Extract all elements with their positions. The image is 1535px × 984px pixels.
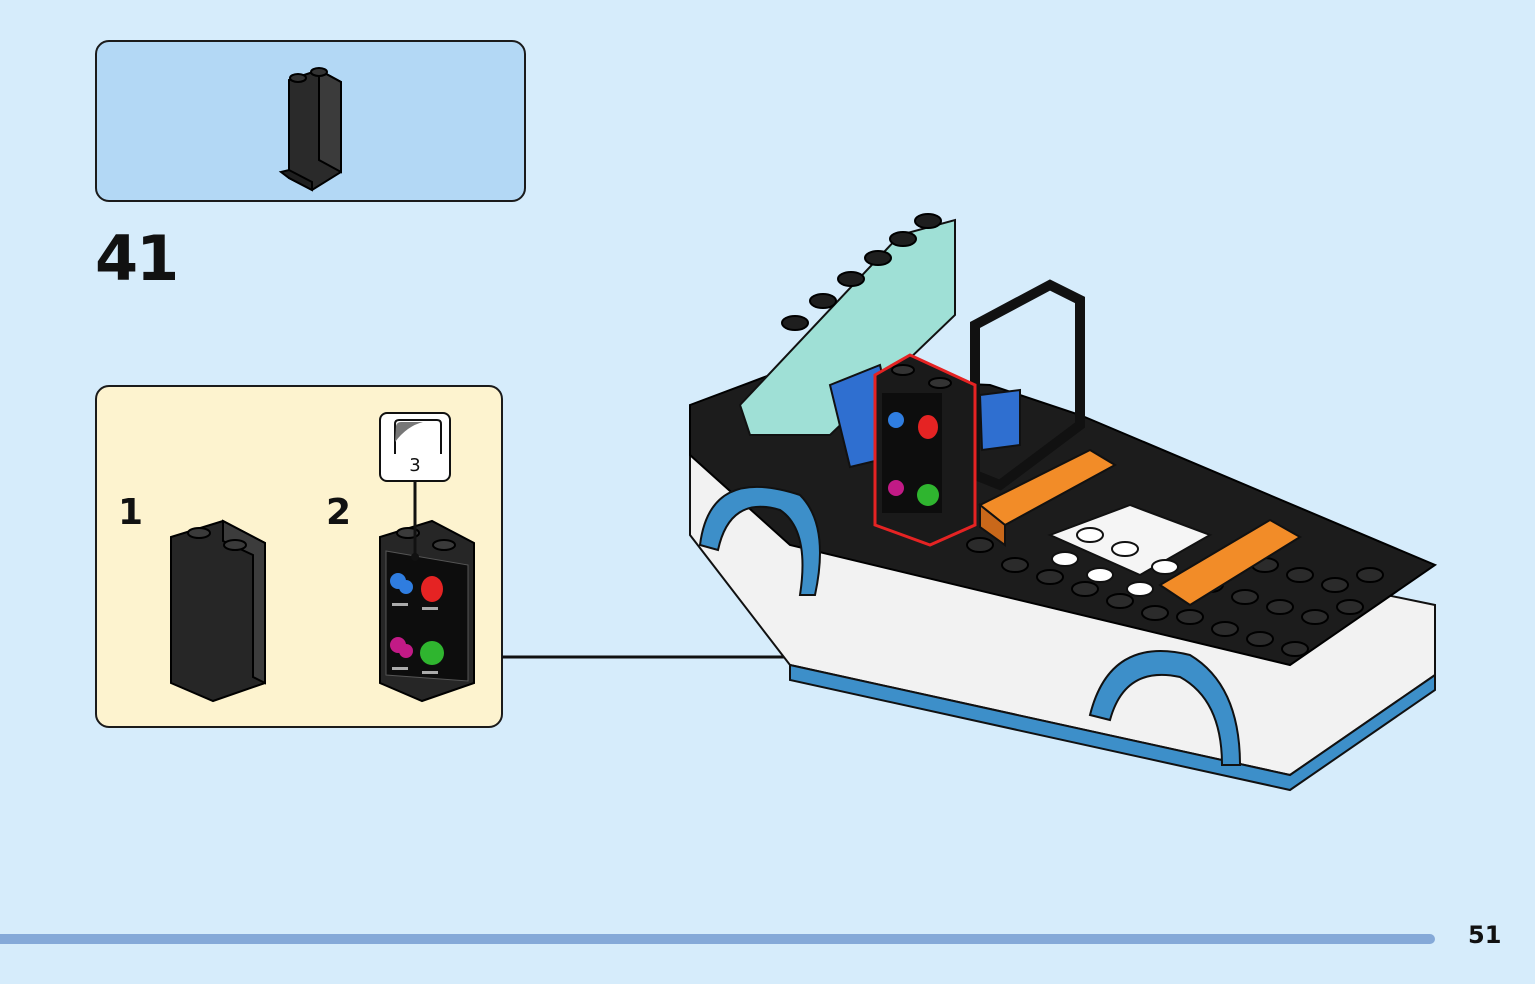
substep-2-label: 2 [326, 492, 352, 533]
car-model-icon [689, 213, 1438, 792]
sticker-sheet-callout: 3 [379, 412, 451, 482]
sticker-connector-line [411, 481, 419, 561]
substep-1-label: 1 [118, 492, 144, 533]
panel-brick-icon [170, 519, 266, 703]
panel-brick-icon [278, 67, 342, 192]
sticker-sheet-icon [394, 419, 442, 454]
parts-callout [95, 40, 526, 202]
sticker-panel-icon [379, 519, 475, 703]
page-number: 51 [1468, 921, 1502, 949]
step-number: 41 [95, 222, 179, 295]
progress-bar [0, 934, 1435, 944]
sticker-sheet-number: 3 [409, 455, 421, 476]
